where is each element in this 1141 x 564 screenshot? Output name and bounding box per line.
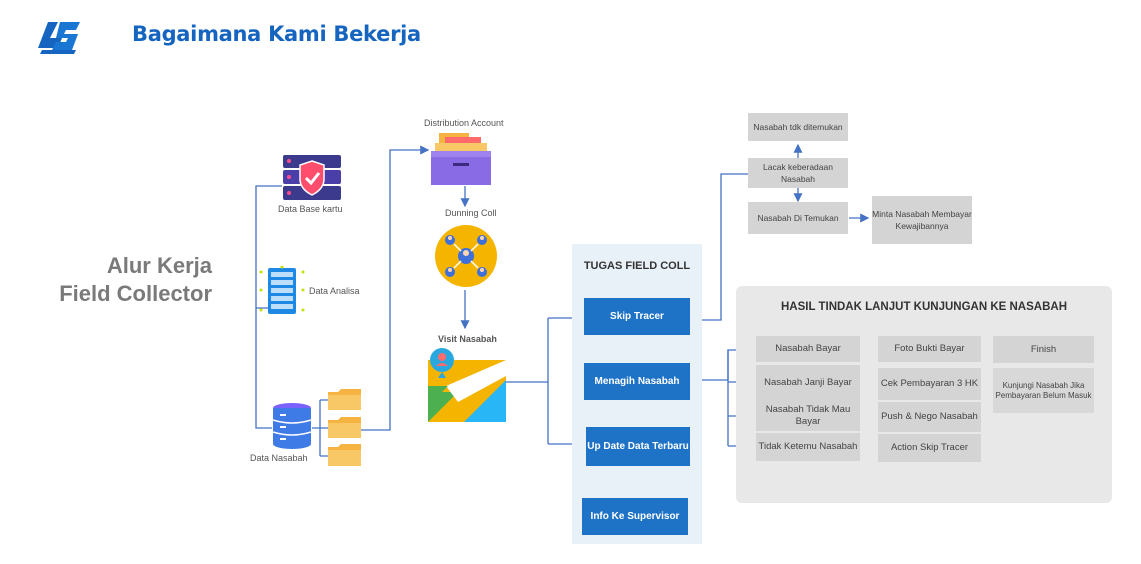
data-nasabah-label: Data Nasabah: [250, 453, 308, 463]
menagih-nasabah-box: Menagih Nasabah: [584, 363, 690, 400]
database-cylinder-icon: [272, 403, 312, 449]
line-skip-to-lacak: [690, 173, 748, 321]
nasabah-ditemukan-box: Nasabah Di Temukan: [748, 202, 848, 234]
tidak-ketemu-nasabah-box: Tidak Ketemu Nasabah: [756, 433, 860, 461]
team-network-icon: [435, 225, 497, 287]
distribution-account-label: Distribution Account: [424, 118, 504, 128]
tugas-panel-title: TUGAS FIELD COLL: [583, 260, 691, 272]
workflow-title: Alur Kerja Field Collector: [59, 252, 212, 308]
skip-tracer-box: Skip Tracer: [584, 298, 690, 335]
update-data-box: Up Date Data Terbaru: [586, 427, 690, 466]
info-supervisor-box: Info Ke Supervisor: [582, 498, 688, 535]
line-to-distribution: [361, 145, 430, 431]
nasabah-tidak-ditemukan-box: Nasabah tdk ditemukan: [748, 113, 848, 141]
cek-pembayaran-box: Cek Pembayaran 3 HK: [878, 368, 981, 400]
page-title: Bagaimana Kami Bekerja: [132, 22, 421, 46]
action-skip-tracer-box: Action Skip Tracer: [878, 434, 981, 462]
foto-bukti-bayar-box: Foto Bukti Bayar: [878, 336, 981, 362]
push-nego-box: Push & Nego Nasabah: [878, 402, 981, 432]
line-analisa-to-nasabah: [255, 308, 272, 429]
dunning-coll-label: Dunning Coll: [445, 208, 497, 218]
map-location-icon: [428, 348, 506, 422]
line-folders-bracket: [312, 399, 328, 457]
database-shield-icon: [283, 155, 341, 200]
nasabah-tidak-mau-bayar-box: Nasabah Tidak Mau Bayar: [756, 401, 860, 431]
minta-nasabah-membayar-box: Minta Nasabah Membayar Kewajibannya: [872, 196, 972, 244]
visit-nasabah-label: Visit Nasabah: [438, 334, 497, 344]
data-analisa-label: Data Analisa: [309, 286, 360, 296]
file-drawer-icon: [431, 133, 491, 185]
workflow-title-line2: Field Collector: [59, 281, 212, 306]
finish-box: Finish: [993, 336, 1094, 363]
line-db-to-analisa: [255, 185, 282, 309]
folders-icon: [328, 389, 361, 466]
kunjungi-nasabah-box: Kunjungi Nasabah Jika Pembayaran Belum M…: [993, 368, 1094, 413]
workflow-title-line1: Alur Kerja: [106, 253, 212, 278]
database-kartu-label: Data Base kartu: [278, 204, 343, 214]
company-logo: [38, 22, 80, 54]
nasabah-bayar-box: Nasabah Bayar: [756, 336, 860, 362]
nasabah-janji-bayar-box: Nasabah Janji Bayar: [756, 365, 860, 401]
hasil-panel-title: HASIL TINDAK LANJUT KUNJUNGAN KE NASABAH: [780, 301, 1068, 313]
server-rack-icon: [259, 266, 305, 314]
lacak-keberadaan-box: Lacak keberadaan Nasabah: [748, 158, 848, 188]
